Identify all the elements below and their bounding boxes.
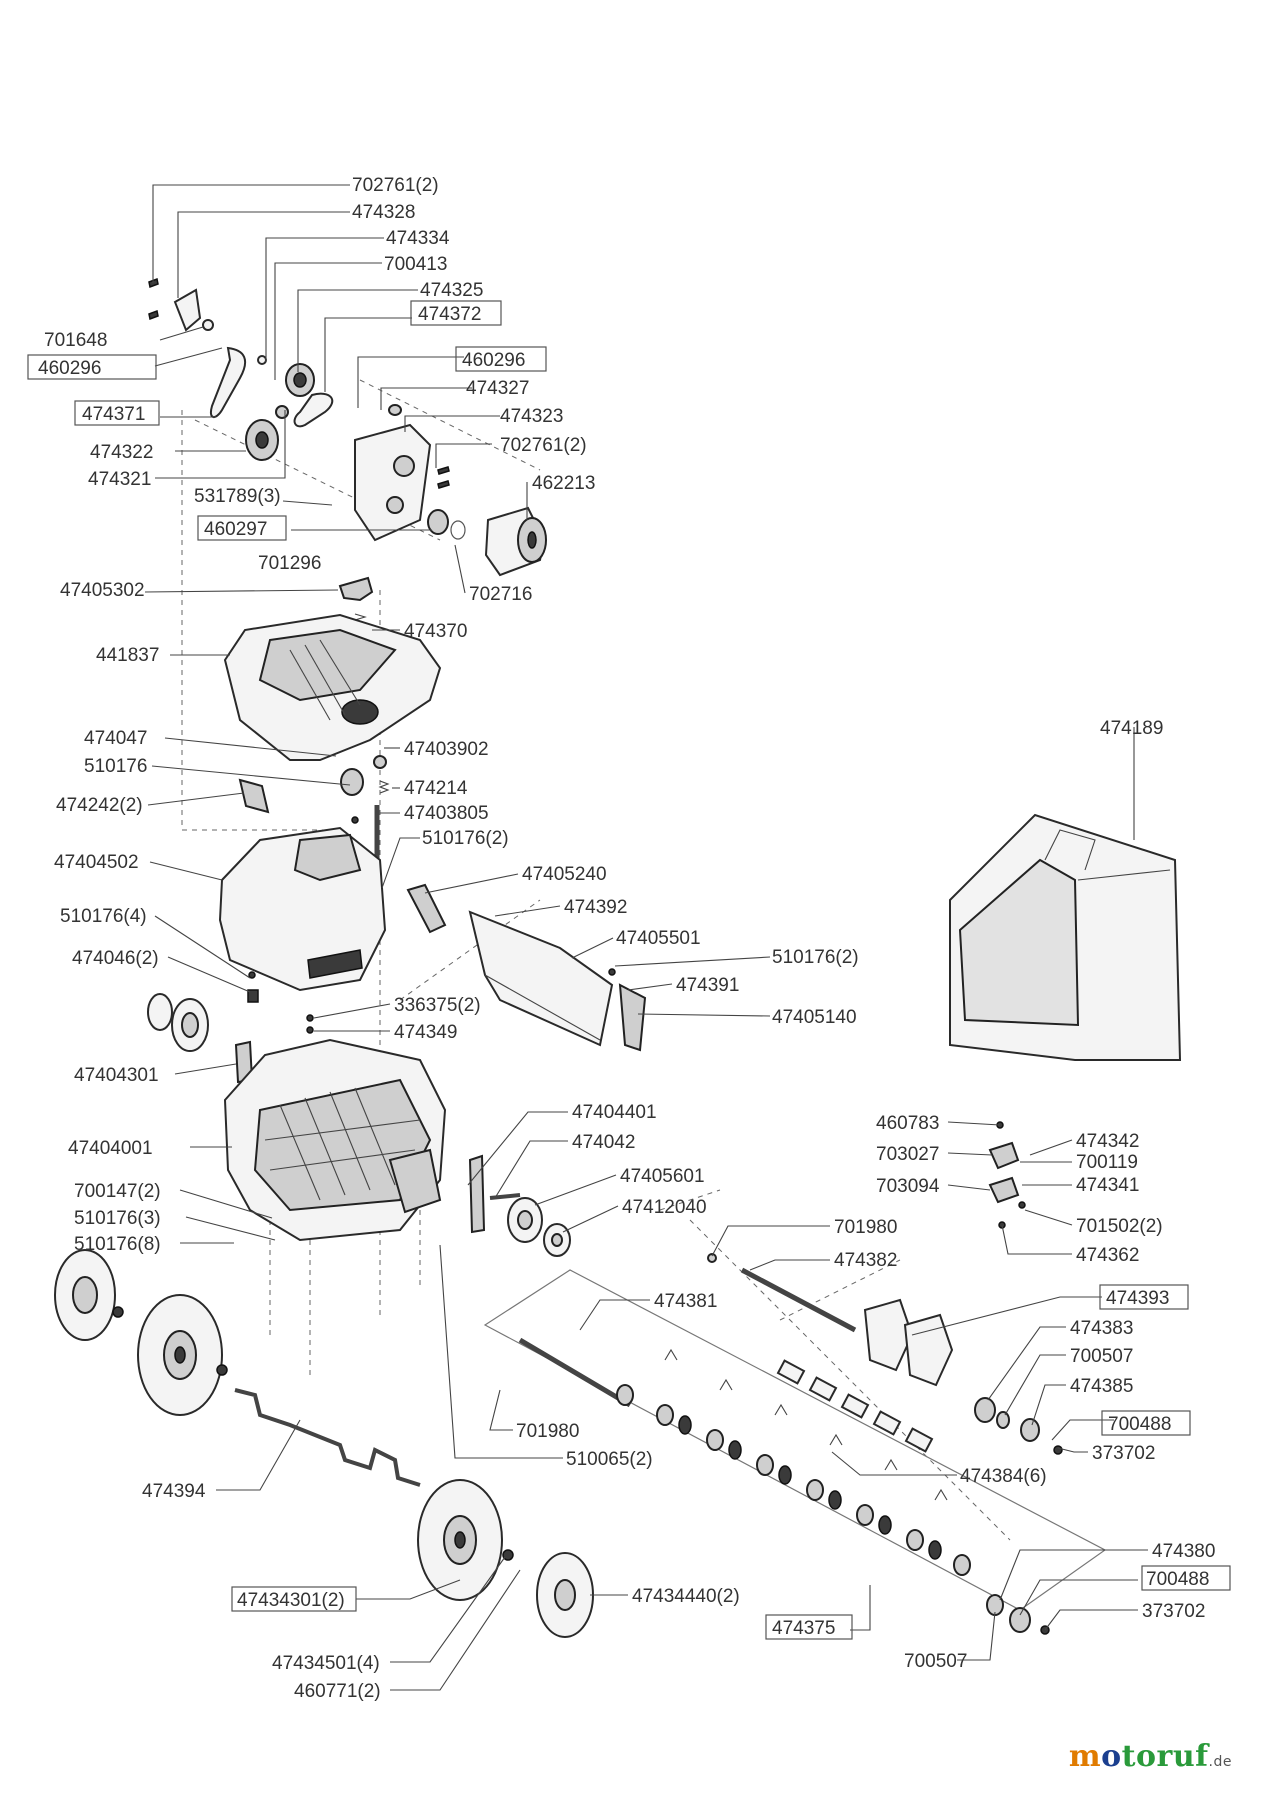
part-label: 474391 xyxy=(676,975,739,996)
part-label: 460783 xyxy=(876,1113,939,1134)
part-label: 474349 xyxy=(394,1022,457,1043)
part-label: 474341 xyxy=(1076,1175,1139,1196)
part-label: 474383 xyxy=(1070,1318,1133,1339)
part-label: 510176(3) xyxy=(74,1208,161,1229)
part-label: 510176(8) xyxy=(74,1234,161,1255)
watermark-suffix: .de xyxy=(1208,1754,1232,1770)
part-label: 700507 xyxy=(904,1651,967,1672)
part-labels: 702761(2) 474328 474334 700413 474325 47… xyxy=(38,175,1215,1702)
part-label: 373702 xyxy=(1142,1601,1205,1622)
part-label: 474325 xyxy=(420,280,483,301)
part-label: 474382 xyxy=(834,1250,897,1271)
part-label: 47434440(2) xyxy=(632,1586,740,1607)
part-label: 474242(2) xyxy=(56,795,143,816)
part-label-boxed: 460296 xyxy=(38,358,101,379)
part-label: 474342 xyxy=(1076,1131,1139,1152)
part-label: 474046(2) xyxy=(72,948,159,969)
part-label: 462213 xyxy=(532,473,595,494)
part-label-boxed: 474393 xyxy=(1106,1288,1169,1309)
part-label-boxed: 474372 xyxy=(418,304,481,325)
part-label: 47405501 xyxy=(616,928,701,949)
part-label: 47404401 xyxy=(572,1102,657,1123)
part-label: 474384(6) xyxy=(960,1466,1047,1487)
part-label-boxed: 47434301(2) xyxy=(237,1590,345,1611)
part-label-boxed: 474371 xyxy=(82,404,145,425)
part-label: 702761(2) xyxy=(352,175,439,196)
wheel-rear-left xyxy=(417,1479,514,1601)
part-label: 474042 xyxy=(572,1132,635,1153)
part-label: 531789(3) xyxy=(194,486,281,507)
part-label: 510176(4) xyxy=(60,906,147,927)
watermark-o: o xyxy=(1101,1739,1122,1774)
part-label: 47405140 xyxy=(772,1007,857,1028)
part-label: 47405601 xyxy=(620,1166,705,1187)
wheel-rear-right xyxy=(536,1552,594,1638)
part-label: 474328 xyxy=(352,202,415,223)
part-label: 474394 xyxy=(142,1481,206,1502)
part-label: 702716 xyxy=(469,584,532,605)
part-label: 460771(2) xyxy=(294,1681,381,1702)
part-label: 700413 xyxy=(384,254,447,275)
part-label: 47405240 xyxy=(522,864,607,885)
part-label: 474392 xyxy=(564,897,627,918)
part-label: 47403902 xyxy=(404,739,489,760)
part-label: 373702 xyxy=(1092,1443,1155,1464)
part-label: 47404502 xyxy=(54,852,139,873)
part-label: 474380 xyxy=(1152,1541,1215,1562)
part-label: 441837 xyxy=(96,645,159,666)
part-label: 474047 xyxy=(84,728,147,749)
part-label: 701648 xyxy=(44,330,107,351)
part-label-boxed: 474375 xyxy=(772,1618,835,1639)
part-label: 47405302 xyxy=(60,580,145,601)
part-label: 703094 xyxy=(876,1176,940,1197)
part-label: 510176 xyxy=(84,756,147,777)
part-label: 700147(2) xyxy=(74,1181,161,1202)
part-label: 474381 xyxy=(654,1291,717,1312)
wheel-front-right xyxy=(137,1294,228,1416)
part-label: 474385 xyxy=(1070,1376,1133,1397)
watermark-rest: toruf xyxy=(1121,1739,1209,1774)
part-label: 474322 xyxy=(90,442,153,463)
part-label: 47404301 xyxy=(74,1065,159,1086)
part-label: 474321 xyxy=(88,469,151,490)
part-label: 701502(2) xyxy=(1076,1216,1163,1237)
watermark-logo: motoruf.de xyxy=(1069,1739,1232,1774)
part-label: 47403805 xyxy=(404,803,489,824)
part-label: 700507 xyxy=(1070,1346,1133,1367)
part-label: 47412040 xyxy=(622,1197,707,1218)
part-label: 701980 xyxy=(516,1421,579,1442)
part-label: 474370 xyxy=(404,621,467,642)
part-label: 474334 xyxy=(386,228,450,249)
part-label: 47404001 xyxy=(68,1138,153,1159)
part-label: 700119 xyxy=(1076,1152,1138,1173)
part-label: 510176(2) xyxy=(422,828,509,849)
part-label: 474323 xyxy=(500,406,563,427)
part-label: 510065(2) xyxy=(566,1449,653,1470)
part-label: 702761(2) xyxy=(500,435,587,456)
part-label: 474362 xyxy=(1076,1245,1139,1266)
part-label: 510176(2) xyxy=(772,947,859,968)
part-label-boxed: 460297 xyxy=(204,519,267,540)
part-label: 474327 xyxy=(466,378,529,399)
watermark-m: m xyxy=(1068,1739,1102,1774)
part-label-boxed: 460296 xyxy=(462,350,525,371)
leader-lines xyxy=(144,184,1148,1691)
part-label: 703027 xyxy=(876,1144,939,1165)
label-boxes xyxy=(27,300,1231,1640)
part-label: 474214 xyxy=(404,778,468,799)
rotor-discs xyxy=(616,1348,971,1576)
part-label: 474189 xyxy=(1100,718,1163,739)
part-drawing xyxy=(54,277,1182,1638)
part-label: 701296 xyxy=(258,553,321,574)
part-label: 336375(2) xyxy=(394,995,481,1016)
part-label: 701980 xyxy=(834,1217,897,1238)
part-label-boxed: 700488 xyxy=(1146,1569,1209,1590)
part-label: 47434501(4) xyxy=(272,1653,380,1674)
part-label-boxed: 700488 xyxy=(1108,1414,1171,1435)
wheel-front-left xyxy=(54,1249,124,1341)
